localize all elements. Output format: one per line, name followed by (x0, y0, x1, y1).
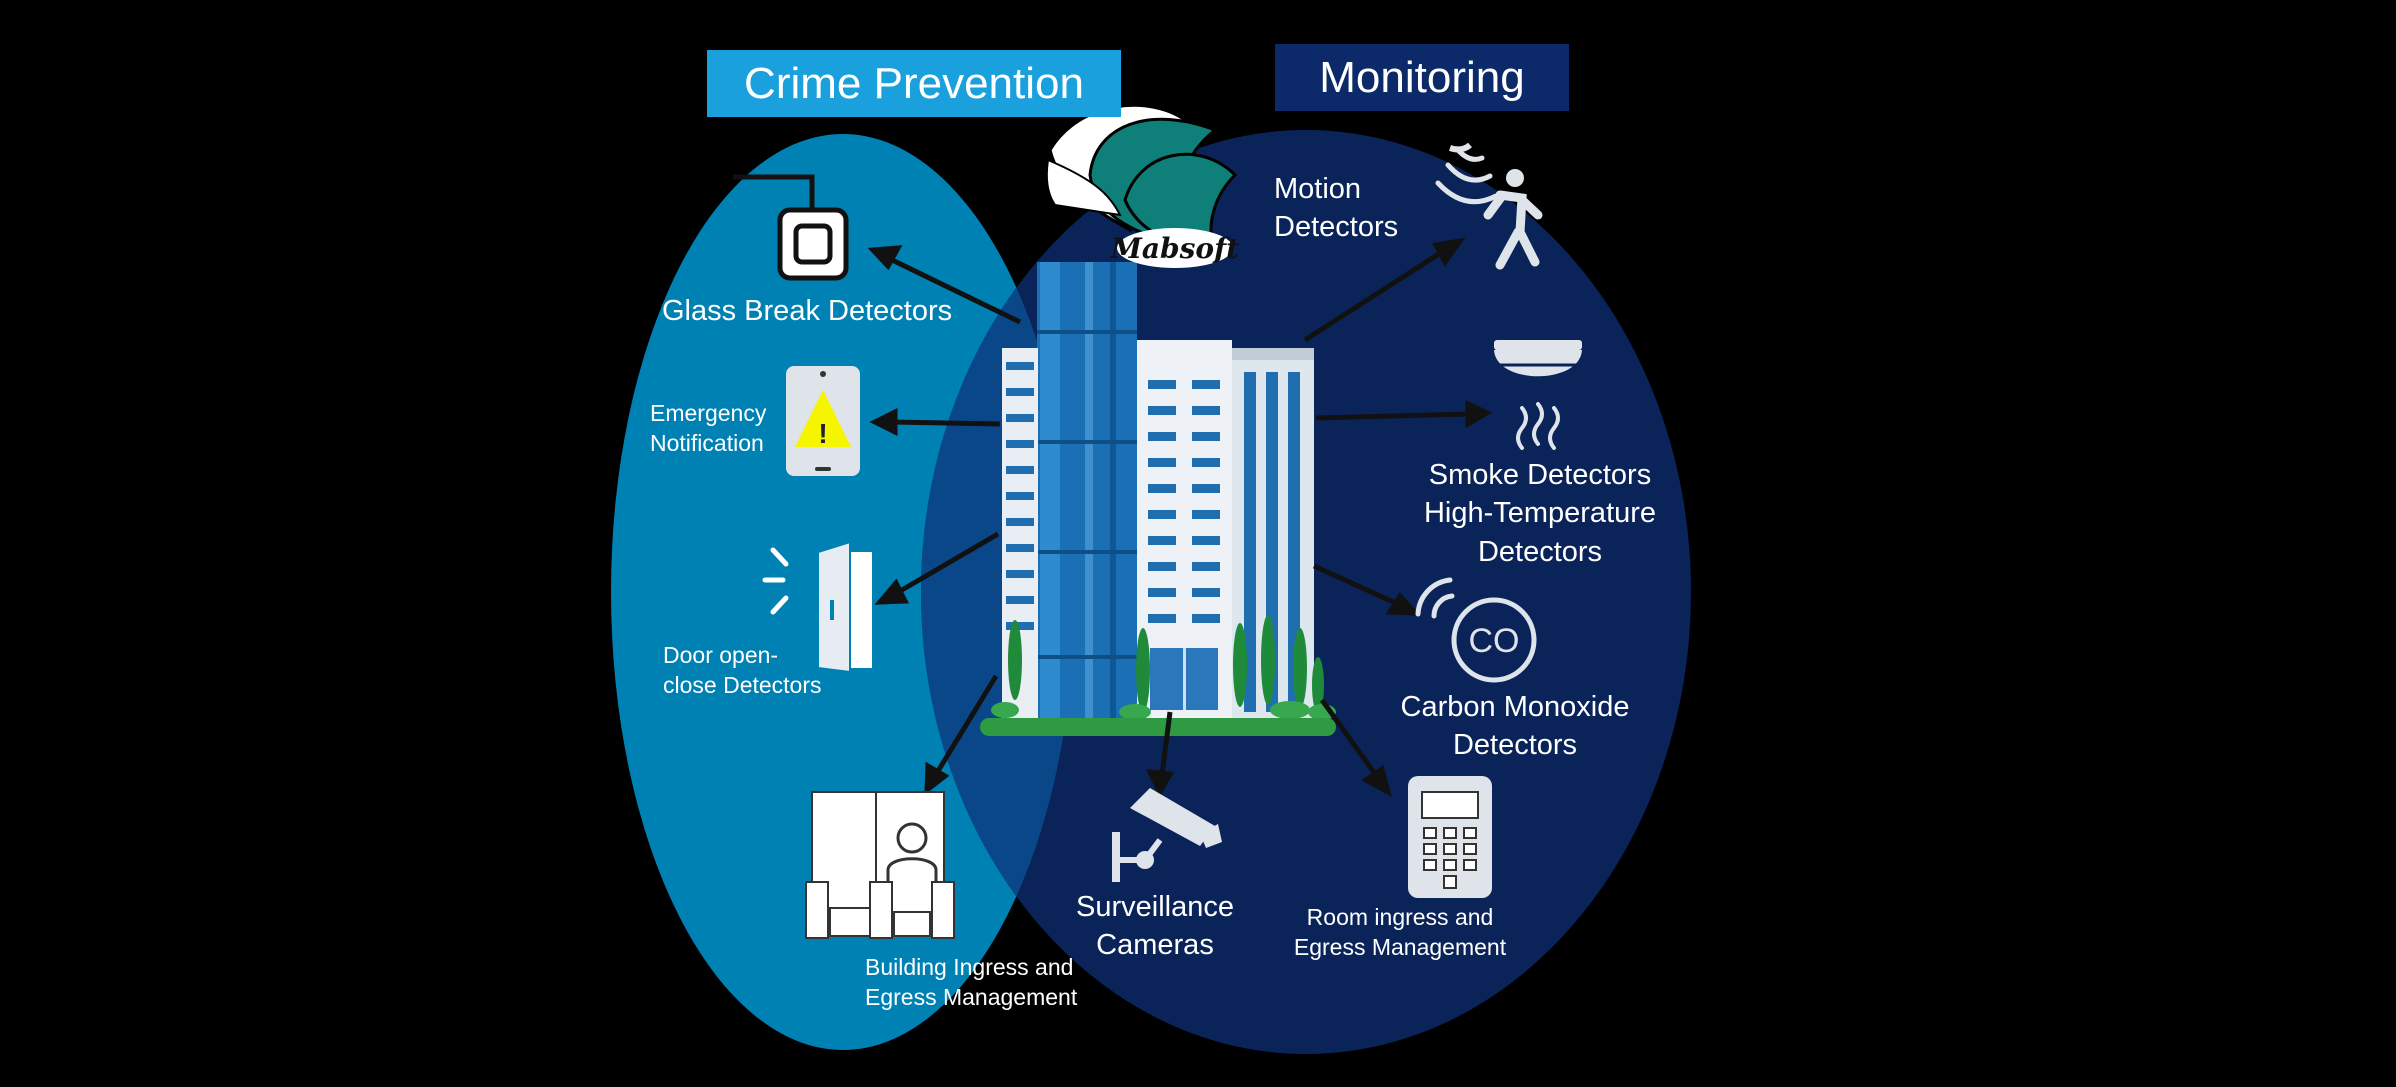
arrows (867, 237, 1493, 798)
motion-person-icon (1435, 142, 1543, 270)
logo-text: Mabsoft (1110, 232, 1239, 265)
room-ingress-label: Room ingress and Egress Management (1293, 904, 1507, 961)
building-ingress-label: Building Ingress and Egress Management (865, 954, 1078, 1011)
mobile-warning-icon: ! (786, 366, 860, 476)
glass-break-icon (733, 174, 849, 281)
mabsoft-logo: Mabsoft (1045, 103, 1239, 268)
door-detectors-label: Door open- close Detectors (663, 642, 822, 699)
emergency-notification-label: Emergency Notification (650, 400, 767, 457)
smoke-detectors-label: Smoke Detectors High-Temperature Detecto… (1423, 459, 1657, 568)
carbon-monoxide-label: Carbon Monoxide Detectors (1400, 691, 1630, 762)
smoke-detector-icon (1494, 340, 1582, 450)
door-open-icon (762, 540, 872, 674)
glass-break-label: Glass Break Detectors (662, 295, 953, 327)
surveillance-cameras-label: Surveillance Cameras (1076, 891, 1234, 962)
crime-prevention-header: Crime Prevention (707, 50, 1121, 117)
keypad-icon (1408, 776, 1492, 898)
carbon-monoxide-icon: CO (1415, 577, 1537, 683)
svg-text:!: ! (818, 418, 827, 449)
gate-person-icon (805, 791, 955, 939)
svg-text:CO: CO (1469, 622, 1520, 660)
motion-detectors-label: Motion Detectors (1274, 173, 1399, 244)
security-camera-icon (1112, 788, 1222, 882)
building-icon (980, 262, 1336, 736)
monitoring-header: Monitoring (1275, 44, 1569, 111)
